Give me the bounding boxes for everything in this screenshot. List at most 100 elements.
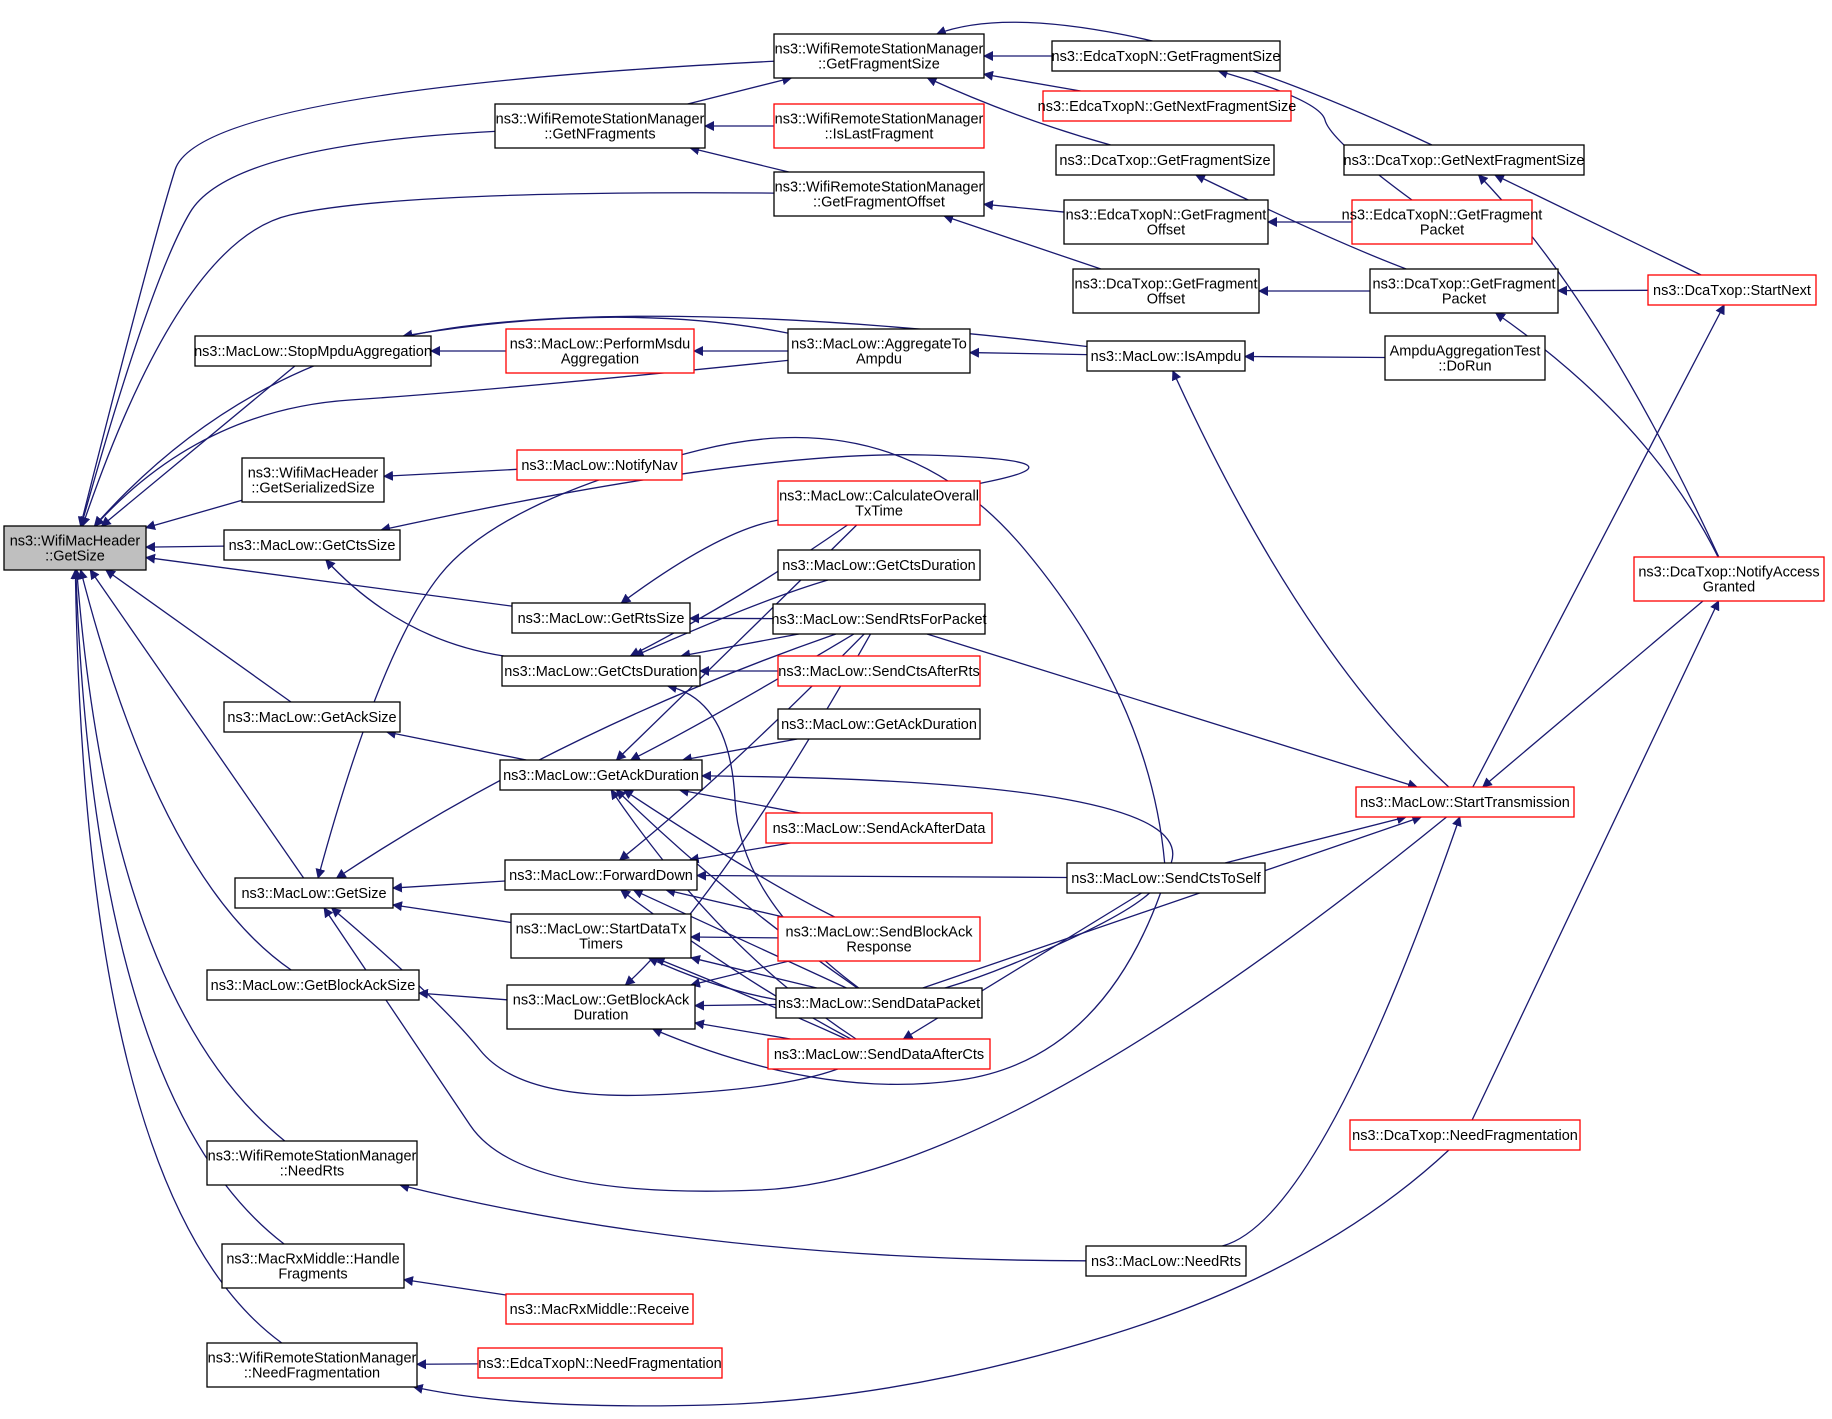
graph-node-ml_rtss[interactable]: ns3::MacLow::GetRtsSize (511, 602, 691, 634)
node-box[interactable] (765, 812, 993, 844)
graph-node-wrsm_nfr[interactable]: ns3::WifiRemoteStationManager::NeedFragm… (206, 1342, 418, 1388)
graph-node-ml_saad[interactable]: ns3::MacLow::SendAckAfterData (765, 812, 993, 844)
graph-node-ml_gs[interactable]: ns3::MacLow::GetSize (234, 877, 394, 909)
node-box[interactable] (777, 549, 981, 581)
graph-node-ml_bas[interactable]: ns3::MacLow::GetBlockAckSize (206, 969, 420, 1001)
graph-node-ml_srfp[interactable]: ns3::MacLow::SendRtsForPacket (771, 603, 987, 635)
node-box[interactable] (506, 984, 696, 1030)
graph-node-wrsm_nf[interactable]: ns3::WifiRemoteStationManager::GetNFragm… (494, 103, 706, 149)
node-box[interactable] (501, 655, 701, 687)
graph-node-ml_ctss[interactable]: ns3::MacLow::GetCtsSize (223, 529, 401, 561)
node-box[interactable] (505, 1293, 694, 1325)
graph-node-root[interactable]: ns3::WifiMacHeader::GetSize (3, 525, 147, 571)
graph-node-ml_sma[interactable]: ns3::MacLow::StopMpduAggregation (194, 335, 432, 367)
node-box[interactable] (1042, 90, 1292, 122)
node-box[interactable] (477, 1347, 723, 1379)
graph-node-ml_fd[interactable]: ns3::MacLow::ForwardDown (504, 859, 698, 891)
node-box[interactable] (777, 480, 981, 526)
graph-node-ed_nfr[interactable]: ns3::EdcaTxopN::NeedFragmentation (477, 1347, 723, 1379)
graph-node-wmh_gss[interactable]: ns3::WifiMacHeader::GetSerializedSize (241, 457, 385, 503)
node-box[interactable] (221, 1243, 405, 1289)
node-box[interactable] (1051, 40, 1281, 72)
node-box[interactable] (510, 913, 692, 959)
node-box[interactable] (3, 525, 147, 571)
graph-node-ed_nfs[interactable]: ns3::EdcaTxopN::GetNextFragmentSize (1038, 90, 1297, 122)
node-box[interactable] (1355, 786, 1575, 818)
graph-node-ml_nr[interactable]: ns3::MacLow::NeedRts (1085, 1245, 1247, 1277)
node-box[interactable] (1343, 144, 1585, 176)
node-box[interactable] (494, 103, 706, 149)
graph-node-dca_fo[interactable]: ns3::DcaTxop::GetFragmentOffset (1072, 268, 1260, 314)
graph-node-ml_st[interactable]: ns3::MacLow::StartTransmission (1355, 786, 1575, 818)
graph-node-aat[interactable]: AmpduAggregationTest::DoRun (1384, 335, 1546, 381)
graph-node-ml_gctsd2[interactable]: ns3::MacLow::GetCtsDuration (777, 549, 981, 581)
graph-node-ml_acks[interactable]: ns3::MacLow::GetAckSize (223, 701, 401, 733)
node-box[interactable] (767, 1038, 991, 1070)
node-box[interactable] (206, 1140, 418, 1186)
graph-node-ml_gctsd[interactable]: ns3::MacLow::GetCtsDuration (501, 655, 701, 687)
node-box[interactable] (1055, 144, 1275, 176)
graph-node-ml_sdp[interactable]: ns3::MacLow::SendDataPacket (775, 987, 983, 1019)
graph-node-dca_sn[interactable]: ns3::DcaTxop::StartNext (1647, 274, 1817, 306)
node-box[interactable] (787, 328, 971, 374)
node-box[interactable] (516, 449, 683, 481)
graph-node-ml_gackd[interactable]: ns3::MacLow::GetAckDuration (499, 759, 703, 791)
graph-node-dca_fs[interactable]: ns3::DcaTxop::GetFragmentSize (1055, 144, 1275, 176)
graph-node-ml_sdac[interactable]: ns3::MacLow::SendDataAfterCts (767, 1038, 991, 1070)
node-box[interactable] (241, 457, 385, 503)
graph-node-dca_nfr[interactable]: ns3::DcaTxop::NeedFragmentation (1349, 1119, 1581, 1151)
graph-node-wrsm_nr[interactable]: ns3::WifiRemoteStationManager::NeedRts (206, 1140, 418, 1186)
node-box[interactable] (777, 708, 981, 740)
node-box[interactable] (234, 877, 394, 909)
node-box[interactable] (775, 987, 983, 1019)
node-box[interactable] (777, 655, 981, 687)
node-box[interactable] (206, 1342, 418, 1388)
node-box[interactable] (223, 529, 401, 561)
graph-node-ml_nnav[interactable]: ns3::MacLow::NotifyNav (516, 449, 683, 481)
graph-node-dca_nfs[interactable]: ns3::DcaTxop::GetNextFragmentSize (1343, 144, 1585, 176)
graph-node-wrsm_fo[interactable]: ns3::WifiRemoteStationManager::GetFragme… (773, 171, 985, 217)
node-box[interactable] (505, 328, 695, 374)
node-box[interactable] (1633, 556, 1825, 602)
node-box[interactable] (1349, 1119, 1581, 1151)
node-box[interactable] (223, 701, 401, 733)
node-box[interactable] (511, 602, 691, 634)
graph-node-wrsm_fs[interactable]: ns3::WifiRemoteStationManager::GetFragme… (773, 33, 985, 79)
node-box[interactable] (206, 969, 420, 1001)
node-box[interactable] (772, 603, 986, 635)
node-box[interactable] (194, 335, 432, 367)
node-box[interactable] (499, 759, 703, 791)
graph-node-ml_scts[interactable]: ns3::MacLow::SendCtsToSelf (1066, 862, 1266, 894)
node-box[interactable] (1384, 335, 1546, 381)
node-box[interactable] (1086, 340, 1246, 372)
graph-node-ml_isa[interactable]: ns3::MacLow::IsAmpdu (1086, 340, 1246, 372)
node-box[interactable] (777, 916, 981, 962)
graph-node-ml_gackd2[interactable]: ns3::MacLow::GetAckDuration (777, 708, 981, 740)
node-box[interactable] (1063, 199, 1269, 245)
node-box[interactable] (1369, 268, 1559, 314)
graph-node-wrsm_lf[interactable]: ns3::WifiRemoteStationManager::IsLastFra… (773, 103, 985, 149)
node-box[interactable] (773, 33, 985, 79)
graph-node-ml_scar[interactable]: ns3::MacLow::SendCtsAfterRts (777, 655, 981, 687)
graph-node-mrm_r[interactable]: ns3::MacRxMiddle::Receive (505, 1293, 694, 1325)
graph-node-ed_fo[interactable]: ns3::EdcaTxopN::GetFragmentOffset (1063, 199, 1269, 245)
node-box[interactable] (1085, 1245, 1247, 1277)
node-box[interactable] (773, 171, 985, 217)
node-box[interactable] (1066, 862, 1266, 894)
node-box[interactable] (504, 859, 698, 891)
node-box[interactable] (1351, 199, 1533, 245)
node-box[interactable] (773, 103, 985, 149)
node-box[interactable] (1647, 274, 1817, 306)
node-box[interactable] (1072, 268, 1260, 314)
graph-node-ed_fs[interactable]: ns3::EdcaTxopN::GetFragmentSize (1051, 40, 1281, 72)
